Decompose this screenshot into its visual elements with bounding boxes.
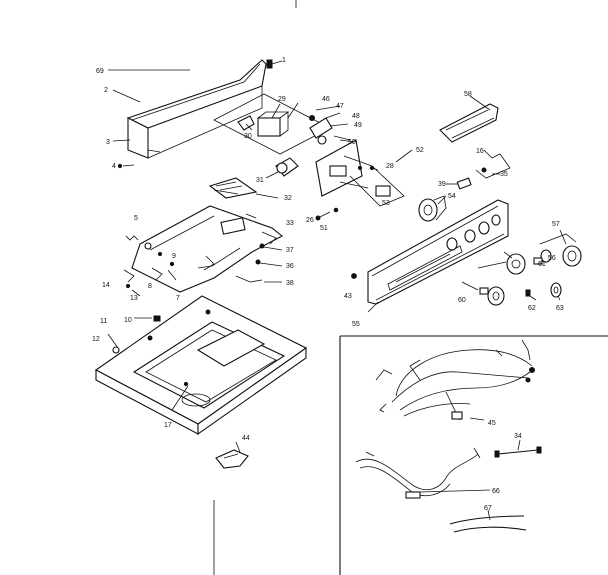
callout-67: 67 [484, 505, 492, 512]
callout-65: 45 [488, 420, 496, 427]
callout-62: 62 [528, 305, 536, 312]
lid-switch-44 [215, 441, 249, 469]
harness-16-35 [446, 149, 511, 190]
switch-cluster [309, 105, 351, 145]
top-cabinet-frame [94, 295, 308, 436]
callout-38: 38 [286, 280, 294, 287]
callout-32: 32 [284, 195, 292, 202]
callout-7: 7 [176, 295, 180, 302]
callout-34: 34 [514, 433, 522, 440]
callout-29: 29 [278, 96, 286, 103]
knob-63 [550, 282, 562, 298]
bracket-32 [208, 177, 279, 199]
callout-28: 28 [386, 163, 394, 170]
callout-16: 16 [476, 148, 484, 155]
callout-53: 53 [382, 200, 390, 207]
callout-33: 33 [286, 220, 294, 227]
callout-37: 37 [286, 247, 294, 254]
control-panel-55 [367, 199, 509, 305]
callout-14: 14 [102, 282, 110, 289]
callout-51: 51 [320, 225, 328, 232]
callout-3: 3 [106, 139, 110, 146]
timer-knob-54 [418, 195, 447, 222]
main-harness-65 [375, 339, 535, 421]
callout-39: 39 [438, 181, 446, 188]
harness-66 [355, 447, 491, 499]
washer-36 [255, 259, 283, 267]
clip-62 [525, 289, 531, 297]
callout-35: 35 [500, 171, 508, 178]
callout-69: 69 [96, 68, 104, 75]
callout-61: 61 [538, 261, 546, 268]
callout-57: 57 [552, 221, 560, 228]
callout-11: 11 [100, 318, 107, 325]
knob-61 [477, 253, 526, 275]
screws-26-51 [315, 207, 339, 221]
callout-48: 48 [352, 113, 360, 120]
pin-38 [235, 275, 282, 283]
callout-17: 17 [164, 422, 172, 429]
callout-31: 31 [256, 177, 264, 184]
center-mounting-bracket [131, 205, 283, 293]
wire-67 [449, 509, 527, 533]
screw-1 [266, 59, 283, 69]
callout-36: 36 [286, 263, 294, 270]
clip-10 [134, 315, 161, 322]
callout-66: 66 [492, 488, 500, 495]
callout-49: 49 [354, 122, 362, 129]
callout-58: 58 [464, 91, 472, 98]
callout-9: 9 [172, 253, 176, 260]
callout-47: 47 [336, 103, 344, 110]
callout-labels: 69 1 2 3 4 29 30 31 32 33 46 47 48 49 50… [92, 57, 564, 512]
wire-34 [494, 439, 542, 458]
callout-10: 10 [124, 317, 132, 324]
callout-12: 12 [92, 336, 100, 343]
top-console-panel [126, 59, 267, 159]
callout-1: 1 [282, 57, 286, 64]
spring-5 [125, 235, 139, 241]
callout-60: 60 [458, 297, 466, 304]
switch-mounting-plate [315, 139, 405, 207]
callout-8: 8 [148, 283, 152, 290]
transformer-bracket [213, 93, 331, 155]
motor-switch-31 [265, 157, 299, 179]
knob-60 [461, 281, 505, 306]
callout-2: 2 [104, 87, 108, 94]
bracket-58 [439, 95, 499, 143]
callout-30: 30 [244, 133, 252, 140]
callout-50: 50 [348, 139, 356, 146]
callout-56: 56 [548, 255, 556, 262]
small-parts-8-14-13 [123, 269, 141, 297]
callout-52: 52 [416, 147, 424, 154]
callout-26: 26 [306, 217, 314, 224]
callout-5: 5 [134, 215, 138, 222]
callout-54: 54 [448, 193, 456, 200]
callout-44: 44 [242, 435, 250, 442]
washer-37 [259, 243, 283, 251]
wiring-inset [339, 335, 608, 575]
callout-43: 43 [344, 293, 352, 300]
callout-46: 46 [322, 96, 330, 103]
callout-4: 4 [112, 163, 116, 170]
callout-55: 55 [352, 321, 360, 328]
screw-43 [351, 273, 357, 279]
leader-lines [213, 102, 567, 313]
callout-13: 13 [130, 295, 138, 302]
callout-63: 63 [556, 305, 564, 312]
knob-57 [539, 233, 582, 267]
knob-56 [533, 249, 552, 265]
